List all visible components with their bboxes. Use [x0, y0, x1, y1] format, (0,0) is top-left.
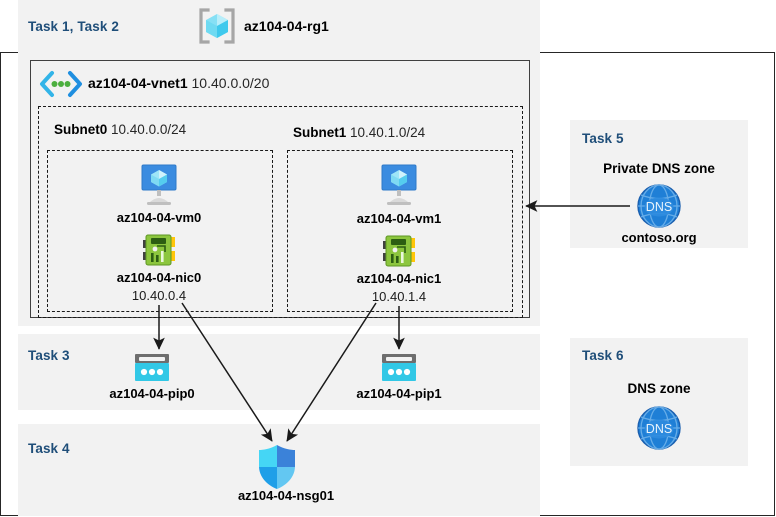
virtual-network-icon: [38, 70, 84, 98]
vnet-name: az104-04-vnet1 10.40.0.0/20: [88, 75, 269, 91]
nic0-ip: 10.40.0.4: [131, 288, 187, 303]
pip0-label: az104-04-pip0: [109, 386, 195, 401]
resource-group-panel: [18, 0, 540, 52]
subnet1-boundary: [287, 150, 513, 312]
task-label-3: Task 3: [28, 348, 70, 363]
dns-zone-title: DNS zone: [627, 381, 691, 396]
private-dns-zone-name: contoso.org: [621, 230, 697, 245]
vnet-address-space: 10.40.0.0/20: [191, 75, 270, 91]
subnet1-header: Subnet1 10.40.1.0/24: [293, 125, 425, 140]
subnet1-name: Subnet1: [293, 125, 347, 140]
task-label-5: Task 5: [582, 131, 624, 146]
vnet-name-text: az104-04-vnet1: [88, 75, 188, 91]
network-security-group-icon: [256, 444, 298, 490]
subnet-group-boundary: [38, 106, 523, 318]
resource-group-name: az104-04-rg1: [244, 18, 329, 34]
dns-zone-icon: DNS: [636, 405, 682, 451]
subnet0-cidr: 10.40.0.0/24: [111, 122, 187, 137]
subnet1-cidr: 10.40.1.0/24: [350, 125, 426, 140]
pip1-label: az104-04-pip1: [356, 386, 442, 401]
nsg-label: az104-04-nsg01: [237, 488, 335, 503]
virtual-machine-icon: [135, 163, 183, 207]
resource-group-name-text: az104-04-rg1: [244, 18, 329, 34]
subnet0-boundary: [47, 150, 273, 312]
vnet-boundary: [30, 60, 530, 318]
subnet0-name: Subnet0: [54, 122, 108, 137]
resource-group-icon: [197, 7, 237, 45]
task-label-6: Task 6: [582, 348, 624, 363]
dns-icon-text: DNS: [646, 422, 672, 436]
vm1-label: az104-04-vm1: [356, 211, 442, 226]
virtual-machine-icon: [375, 163, 423, 207]
nic1-ip: 10.40.1.4: [371, 289, 427, 304]
vm0-label: az104-04-vm0: [116, 210, 202, 225]
task3-panel: [18, 334, 540, 410]
network-interface-icon: [139, 233, 179, 267]
task-label-1-2: Task 1, Task 2: [28, 19, 119, 34]
private-dns-zone-title: Private DNS zone: [603, 161, 715, 176]
subnet0-header: Subnet0 10.40.0.0/24: [54, 122, 186, 137]
nic0-label: az104-04-nic0: [116, 270, 202, 285]
public-ip-address-icon: [132, 352, 172, 384]
dns-zone-icon: DNS: [636, 183, 682, 229]
network-interface-icon: [379, 234, 419, 268]
nic1-label: az104-04-nic1: [356, 271, 442, 286]
task-label-4: Task 4: [28, 441, 70, 456]
dns-icon-text: DNS: [646, 200, 672, 214]
public-ip-address-icon: [379, 352, 419, 384]
